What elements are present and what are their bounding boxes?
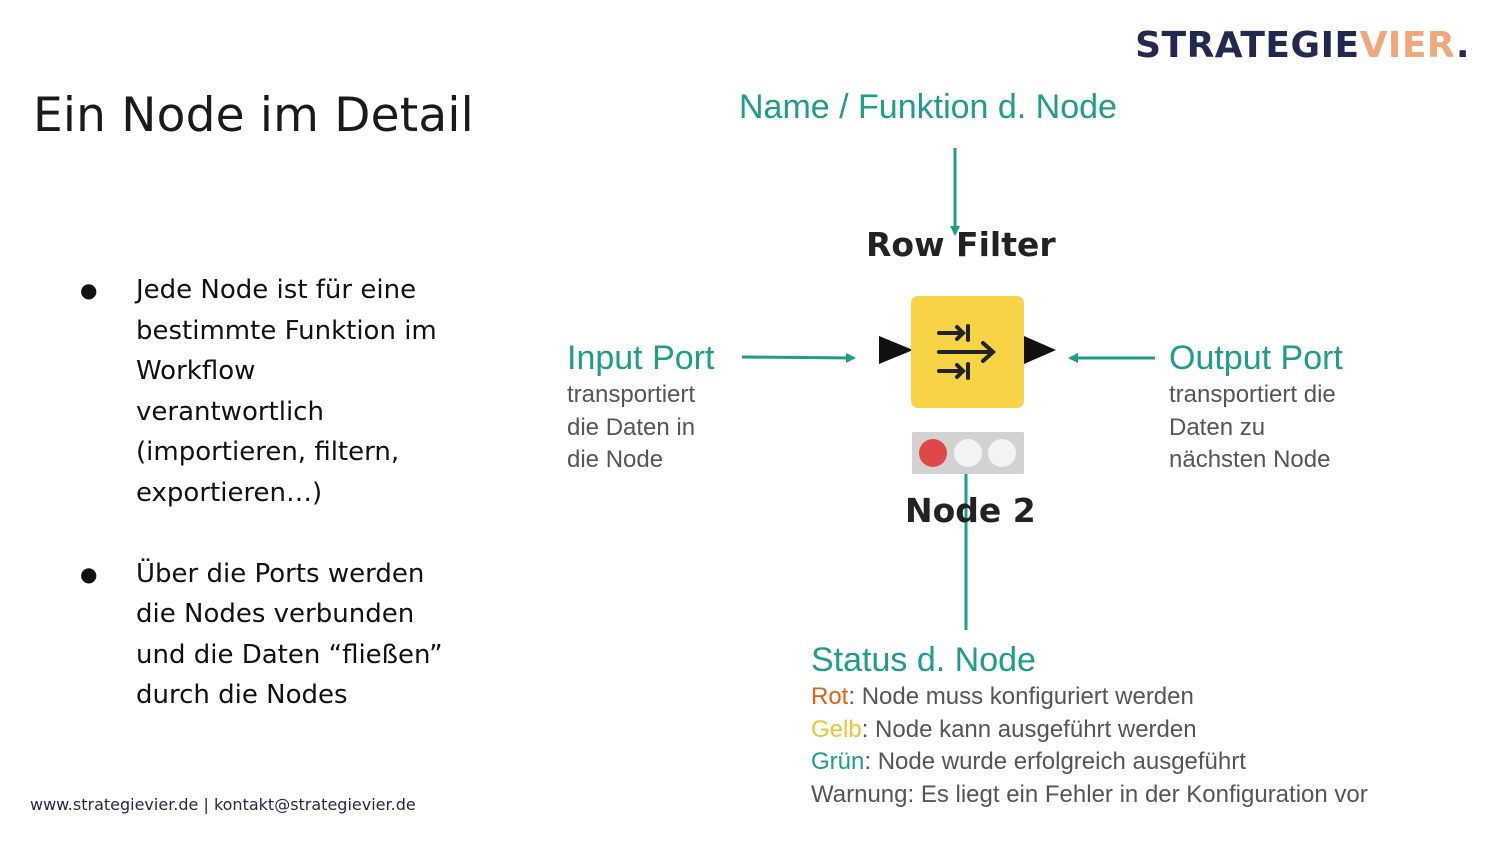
- bullet-line: (importieren, filtern,: [136, 437, 400, 468]
- status-light-yellow: [954, 439, 982, 467]
- status-legend: Rot: Node muss konfiguriert werden Gelb:…: [811, 681, 1368, 811]
- name-function-label: Name / Funktion d. Node: [739, 88, 1117, 126]
- status-text-rot: : Node muss konfiguriert werden: [848, 683, 1194, 710]
- bullet-line: Über die Ports werden: [136, 558, 425, 589]
- bullet-line: bestimmte Funktion im: [136, 315, 437, 346]
- bullet-line: die Nodes verbunden: [136, 599, 415, 630]
- bullet-line: durch die Nodes: [136, 680, 348, 711]
- logo-dot: .: [1455, 25, 1470, 66]
- status-line-gruen: Grün: Node wurde erfolgreich ausgeführt: [811, 746, 1368, 779]
- bullet-line: und die Daten “fließen”: [136, 639, 443, 670]
- status-key-rot: Rot: [811, 683, 849, 710]
- bullet-list: ● Jede Node ist für eine bestimmte Funkt…: [76, 270, 506, 756]
- status-label: Status d. Node: [811, 641, 1036, 679]
- status-text-gruen: : Node wurde erfolgreich ausgeführt: [864, 748, 1246, 775]
- output-port-triangle-icon: [1024, 336, 1056, 364]
- arrow-to-input-port: [741, 352, 856, 363]
- node-title: Row Filter: [866, 225, 1056, 264]
- bullet-item: ● Jede Node ist für eine bestimmte Funkt…: [76, 270, 506, 514]
- bullet-line: verantwortlich: [136, 396, 324, 427]
- description-line: transportiert die: [1169, 381, 1336, 408]
- node-status-bar: [912, 432, 1024, 474]
- output-port-description: transportiert die Daten zu nächsten Node: [1169, 379, 1336, 477]
- status-key-gelb: Gelb: [811, 715, 862, 743]
- logo-part-strategie: STRATEGIE: [1135, 25, 1360, 66]
- row-filter-icon: [937, 324, 996, 380]
- description-line: Daten zu: [1169, 413, 1266, 441]
- description-line: transportiert: [567, 381, 696, 408]
- bullet-line: exportieren…): [136, 477, 323, 508]
- output-port-label: Output Port: [1169, 339, 1343, 377]
- status-line-gelb: Gelb: Node kann ausgeführt werden: [811, 714, 1368, 747]
- bullet-line: Jede Node ist für eine: [136, 275, 417, 305]
- input-port-description: transportiert die Daten in die Node: [567, 379, 695, 477]
- bullet-dot-icon: ●: [80, 561, 98, 586]
- status-line-warnung: Warnung: Es liegt ein Fehler in der Konf…: [811, 780, 1368, 808]
- brand-logo: STRATEGIEVIER.: [1135, 28, 1470, 64]
- input-port-label: Input Port: [567, 339, 715, 377]
- bullet-item: ● Über die Ports werden die Nodes verbun…: [76, 554, 506, 716]
- status-text-gelb: : Node kann ausgeführt werden: [861, 715, 1197, 743]
- footer-contact: www.strategievier.de | kontakt@strategie…: [30, 795, 416, 814]
- bullet-dot-icon: ●: [80, 278, 98, 302]
- status-line-rot: Rot: Node muss konfiguriert werden: [811, 681, 1368, 714]
- description-line: nächsten Node: [1169, 446, 1331, 473]
- logo-part-vier: VIER: [1359, 25, 1456, 66]
- description-line: die Daten in: [567, 413, 696, 441]
- description-line: die Node: [567, 446, 664, 473]
- status-light-red: [919, 439, 947, 467]
- status-light-green: [988, 439, 1016, 467]
- status-key-gruen: Grün: [811, 748, 865, 775]
- bullet-line: Workflow: [136, 356, 256, 387]
- input-port-triangle-icon: [879, 336, 913, 364]
- node-box: [911, 296, 1024, 408]
- node-name: Node 2: [905, 491, 1036, 530]
- slide-title: Ein Node im Detail: [33, 88, 474, 143]
